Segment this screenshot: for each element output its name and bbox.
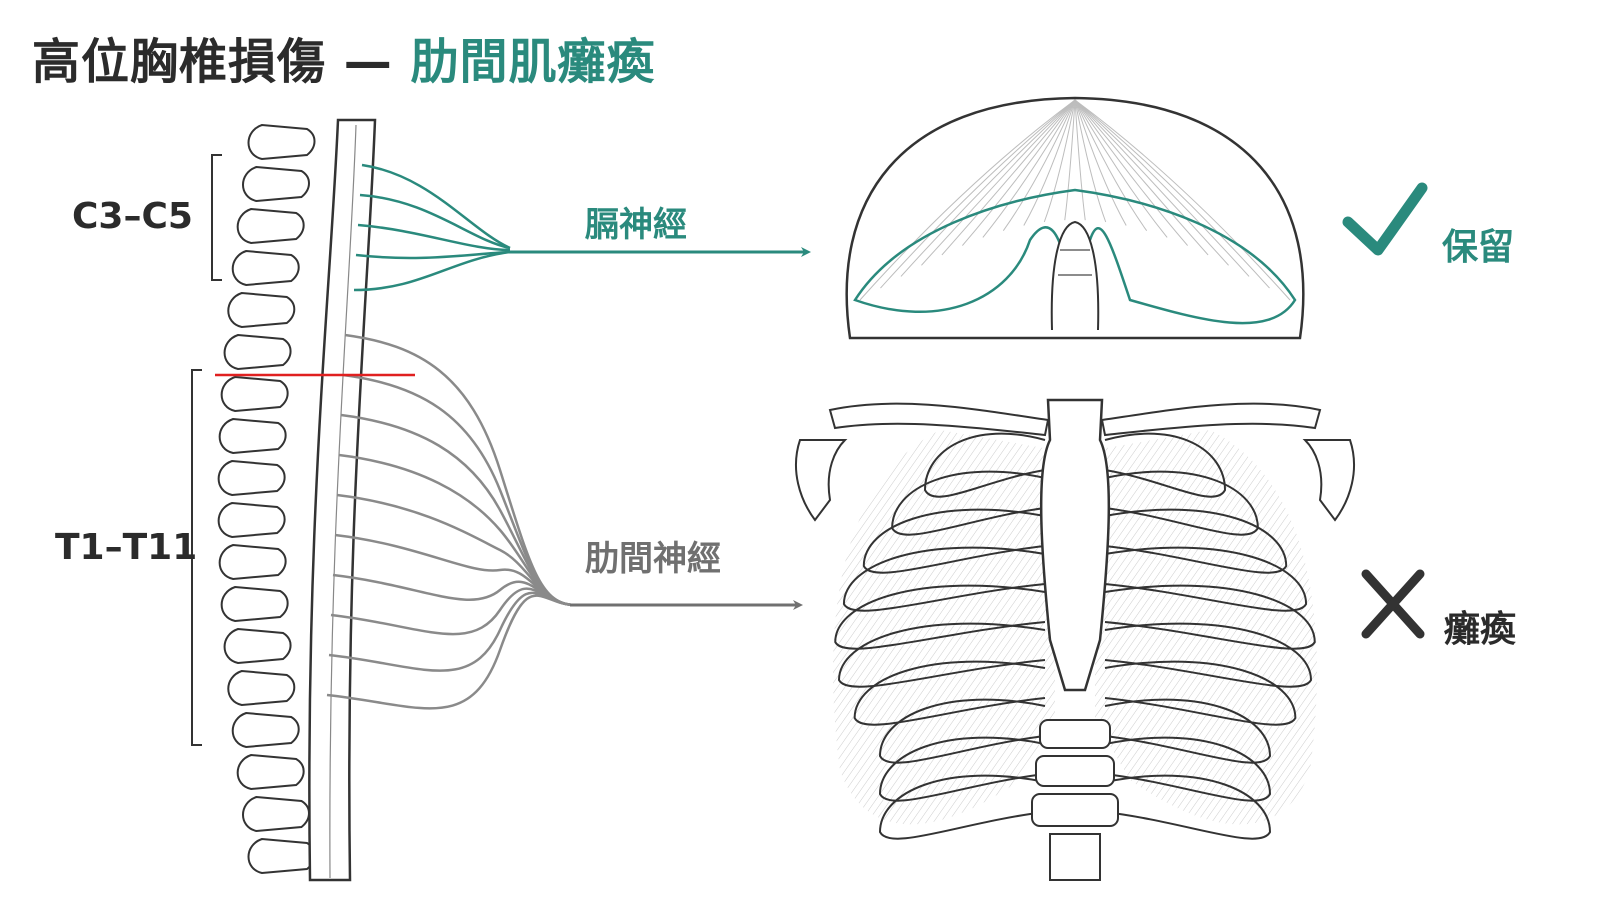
sternum: [1039, 398, 1111, 692]
diaphragm: [845, 96, 1305, 340]
rib-cage: [794, 398, 1356, 881]
clavicle-right: [1100, 402, 1322, 437]
intercostal-nerve-roots: [326, 333, 576, 710]
check-icon: [1342, 182, 1428, 256]
humerus-right: [1302, 439, 1356, 522]
cross-icon: [1361, 569, 1425, 639]
label-t1-t11: T1–T11: [55, 527, 198, 568]
title-accent: 肋間肌癱瘓: [410, 34, 656, 90]
vertebral-column: [217, 123, 316, 875]
status-paralyzed: 癱瘓: [1444, 609, 1517, 650]
bracket-thoracic: [191, 369, 202, 746]
label-phrenic-nerve: 膈神經: [585, 205, 687, 245]
label-intercostal-nerve: 肋間神經: [585, 539, 721, 579]
phrenic-nerve-roots: [353, 163, 511, 292]
bracket-cervical: [211, 154, 222, 281]
title-dash: —: [343, 34, 393, 90]
status-preserved: 保留: [1442, 227, 1515, 268]
label-c3-c5: C3–C5: [72, 196, 193, 237]
spinal-cord: [308, 118, 377, 882]
lumbar-vertebrae: [1031, 719, 1119, 881]
clavicle-left: [828, 402, 1050, 437]
title-main: 高位胸椎損傷: [32, 34, 327, 90]
page-title: 高位胸椎損傷 — 肋間肌癱瘓: [32, 22, 655, 92]
humerus-left: [794, 439, 848, 522]
